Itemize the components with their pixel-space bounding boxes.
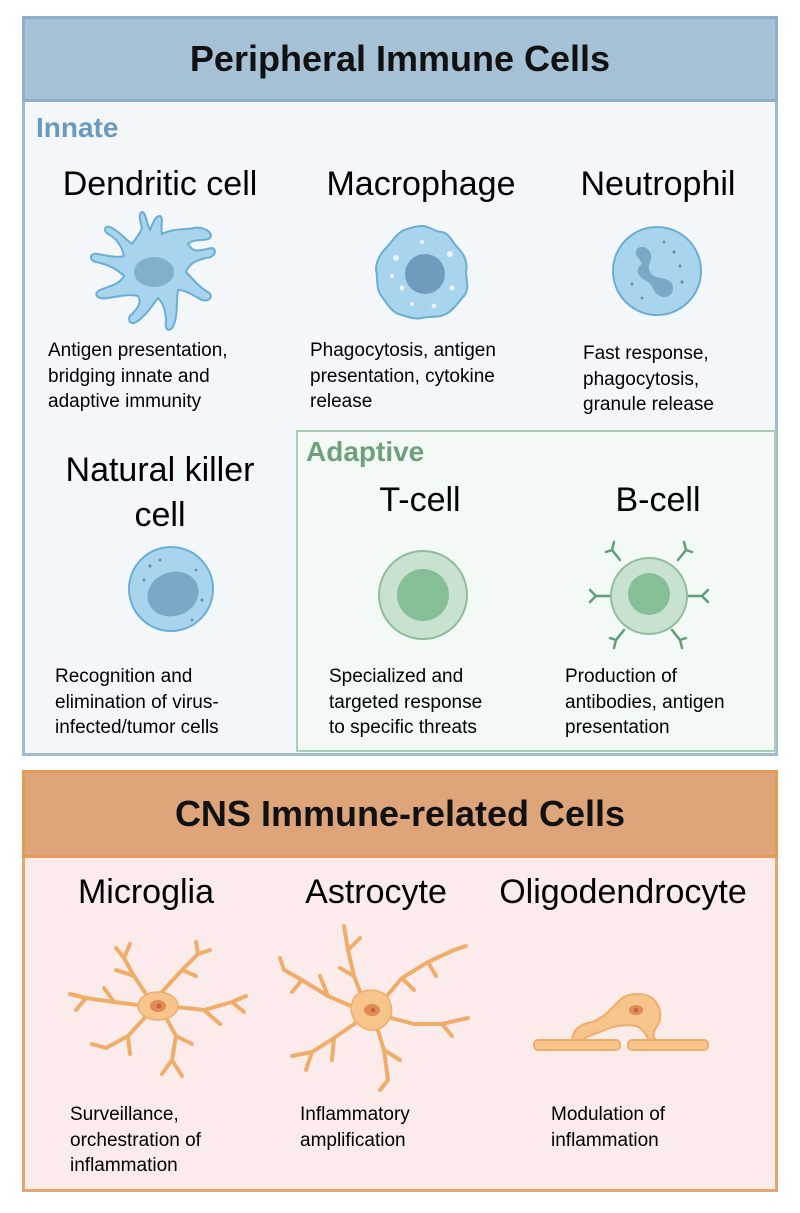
adaptive-section xyxy=(296,430,776,752)
dendritic-cell-icon xyxy=(90,211,216,331)
neutrophil-description: Fast response, phagocytosis, granule rel… xyxy=(583,343,714,416)
microglia-name: Microglia xyxy=(77,873,215,911)
microglia-icon xyxy=(68,940,248,1078)
dendritic-cell-description: Antigen presentation, bridging innate an… xyxy=(48,340,228,413)
b-cell-icon xyxy=(588,540,710,650)
oligodendrocyte-icon xyxy=(533,993,709,1051)
oligodendrocyte-description: Modulation of inflammation xyxy=(551,1104,666,1151)
cns-title: CNS Immune-related Cells xyxy=(22,770,778,858)
t-cell-icon xyxy=(378,550,468,640)
oligodendrocyte-name: Oligodendrocyte xyxy=(499,873,747,911)
adaptive-label: Adaptive xyxy=(306,436,425,467)
astrocyte-icon xyxy=(278,924,470,1092)
nk-cell-icon xyxy=(128,546,214,632)
dendritic-cell-name: Dendritic cell xyxy=(62,165,258,203)
t-cell-name: T-cell xyxy=(379,481,461,519)
astrocyte-name: Astrocyte xyxy=(305,873,447,911)
nk-cell-description: Recognition and elimination of virus- in… xyxy=(55,666,219,739)
neutrophil-icon xyxy=(612,226,702,316)
b-cell-name: B-cell xyxy=(615,481,701,519)
innate-label: Innate xyxy=(36,112,119,143)
peripheral-title: Peripheral Immune Cells xyxy=(22,16,778,102)
neutrophil-name: Neutrophil xyxy=(580,165,736,203)
nk-cell-name: Natural killer cell xyxy=(65,451,255,534)
b-cell-description: Production of antibodies, antigen presen… xyxy=(565,666,725,739)
macrophage-icon xyxy=(374,224,469,320)
astrocyte-description: Inflammatory amplification xyxy=(300,1104,410,1151)
macrophage-name: Macrophage xyxy=(326,165,516,203)
macrophage-description: Phagocytosis, antigen presentation, cyto… xyxy=(310,340,496,413)
microglia-description: Surveillance, orchestration of inflammat… xyxy=(70,1104,201,1177)
t-cell-description: Specialized and targeted response to spe… xyxy=(329,666,483,739)
